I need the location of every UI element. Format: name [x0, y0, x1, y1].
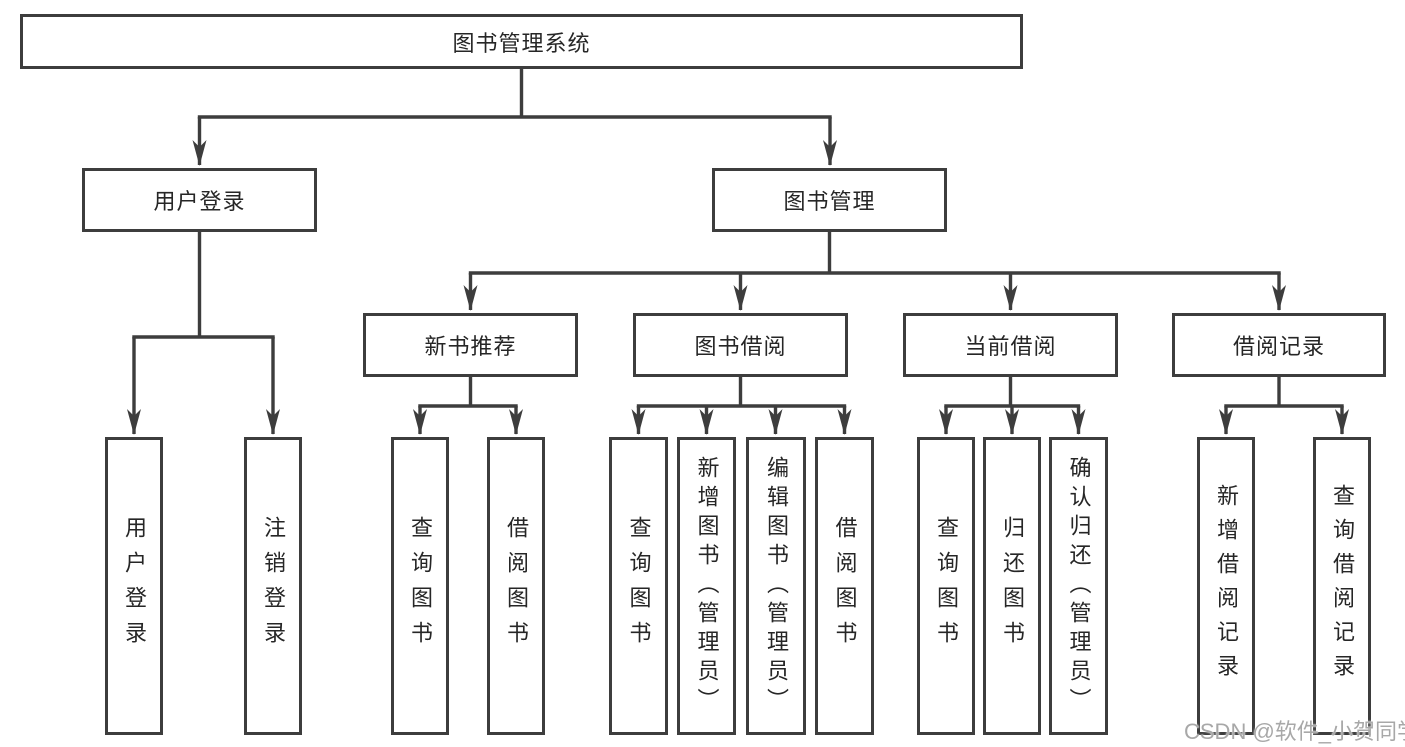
leaf-logout: 注销登录	[244, 437, 302, 735]
leaf-query-borrow-record-label: 查询借阅记录	[1330, 484, 1355, 688]
leaf-return-books-label: 归还图书	[1000, 516, 1025, 656]
node-root: 图书管理系统	[20, 14, 1023, 69]
leaf-edit-books-admin-label: 编辑图书（管理员）	[764, 455, 789, 717]
leaf-borrow-books-label: 借阅图书	[832, 516, 858, 656]
leaf-return-books: 归还图书	[983, 437, 1041, 735]
leaf-current-query-books-label: 查询图书	[934, 516, 959, 656]
leaf-recommend-query-books-label: 查询图书	[408, 516, 433, 656]
leaf-borrowing-query-books: 查询图书	[609, 437, 668, 735]
node-new-book-recommend-label: 新书推荐	[424, 334, 517, 359]
leaf-query-borrow-record: 查询借阅记录	[1313, 437, 1371, 735]
node-book-borrowing: 图书借阅	[633, 313, 848, 377]
leaf-borrowing-query-books-label: 查询图书	[626, 516, 652, 656]
leaf-recommend-borrow-books: 借阅图书	[487, 437, 545, 735]
node-root-label: 图书管理系统	[452, 30, 591, 56]
leaf-user-login-label: 用户登录	[122, 516, 147, 656]
leaf-recommend-query-books: 查询图书	[391, 437, 449, 735]
node-user-login: 用户登录	[82, 168, 317, 232]
leaf-user-login: 用户登录	[105, 437, 163, 735]
leaf-confirm-return-admin-label: 确认归还（管理员）	[1066, 455, 1092, 717]
node-current-borrowing: 当前借阅	[903, 313, 1118, 377]
leaf-add-borrow-record: 新增借阅记录	[1197, 437, 1255, 735]
leaf-confirm-return-admin: 确认归还（管理员）	[1049, 437, 1108, 735]
csdn-watermark: CSDN @软件_小贺同学	[1184, 719, 1405, 744]
leaf-add-books-admin: 新增图书（管理员）	[677, 437, 736, 735]
node-user-login-label: 用户登录	[153, 189, 246, 214]
node-new-book-recommend: 新书推荐	[363, 313, 578, 377]
node-book-borrowing-label: 图书借阅	[694, 334, 787, 359]
leaf-borrow-books: 借阅图书	[815, 437, 874, 735]
node-current-borrowing-label: 当前借阅	[964, 334, 1057, 359]
leaf-add-books-admin-label: 新增图书（管理员）	[694, 455, 720, 717]
node-book-management: 图书管理	[712, 168, 947, 232]
leaf-recommend-borrow-books-label: 借阅图书	[504, 516, 529, 656]
leaf-edit-books-admin: 编辑图书（管理员）	[746, 437, 806, 735]
node-borrowing-records-label: 借阅记录	[1232, 334, 1325, 359]
leaf-add-borrow-record-label: 新增借阅记录	[1214, 484, 1239, 688]
leaf-current-query-books: 查询图书	[917, 437, 975, 735]
leaf-logout-label: 注销登录	[261, 516, 286, 656]
node-borrowing-records: 借阅记录	[1172, 313, 1386, 377]
node-book-management-label: 图书管理	[783, 189, 876, 214]
